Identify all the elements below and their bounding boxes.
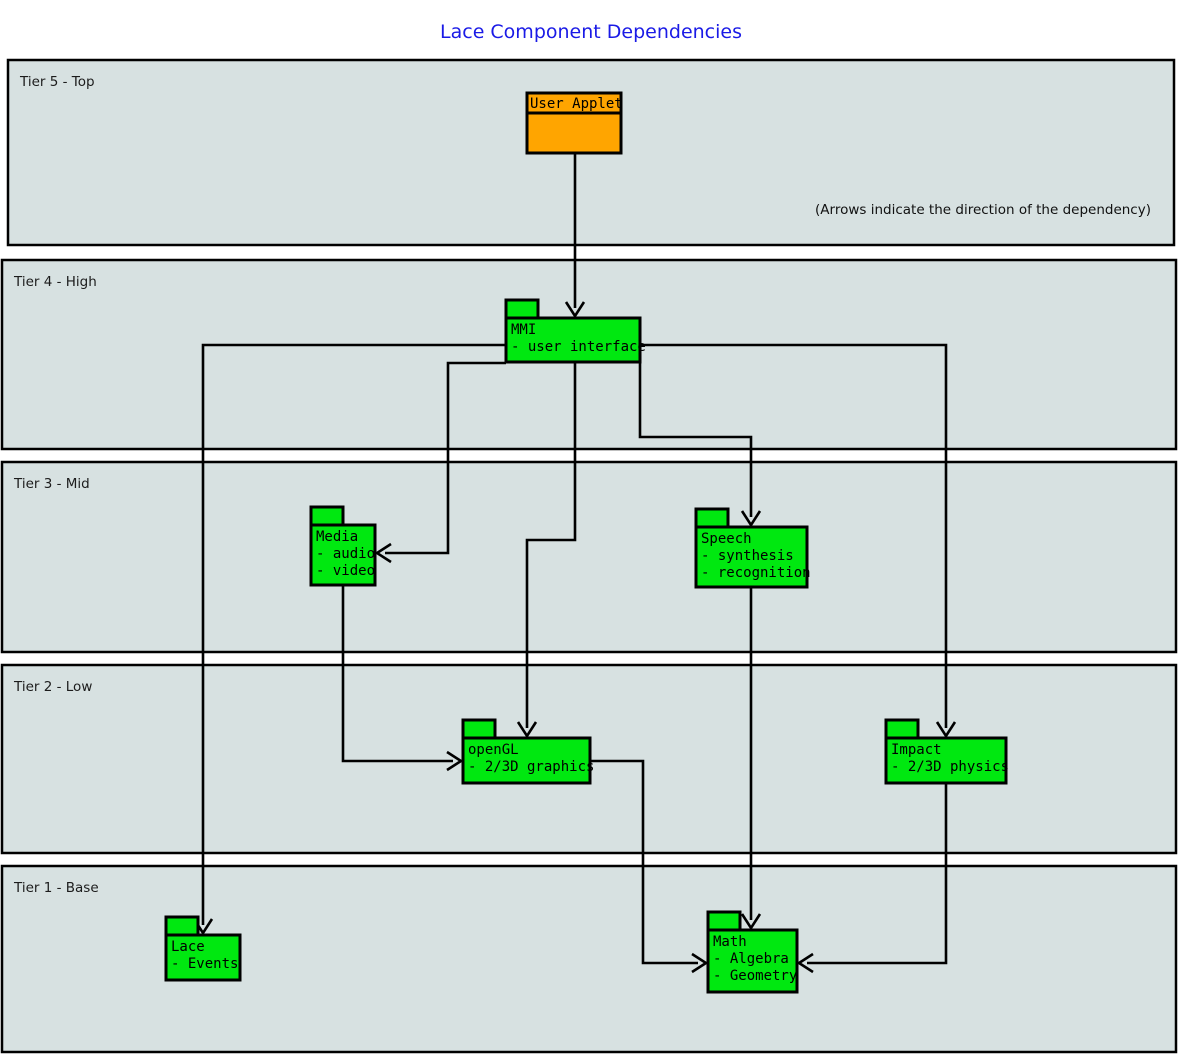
- package-body-user-applet: [525, 111, 623, 155]
- package-body-math: [706, 928, 799, 994]
- tier-label-tier1: Tier 1 - Base: [13, 880, 99, 896]
- tier-label-tier3: Tier 3 - Mid: [13, 476, 90, 492]
- package-item-math-0: - Algebra: [713, 951, 789, 967]
- package-title-impact: Impact: [891, 742, 942, 758]
- package-tab-impact: [884, 718, 920, 740]
- package-title-math: Math: [713, 934, 747, 950]
- package-body-media: [309, 523, 377, 587]
- package-body-mmi: [504, 316, 642, 364]
- package-impact[interactable]: Impact- 2/3D physics: [884, 718, 1009, 785]
- arrowhead-icon-speech-to-math: [740, 913, 762, 931]
- package-lace[interactable]: Lace- Events: [164, 915, 242, 982]
- package-body-speech: [694, 525, 809, 589]
- package-math[interactable]: Math- Algebra- Geometry: [706, 910, 799, 994]
- edge-line-mmi-to-lace: [201, 343, 506, 925]
- package-title-opengl: openGL: [468, 742, 519, 758]
- package-body-lace: [164, 933, 242, 982]
- package-body-impact: [884, 736, 1008, 785]
- package-opengl[interactable]: openGL- 2/3D graphics: [461, 718, 594, 785]
- arrowhead-icon-media-to-opengl: [446, 750, 464, 772]
- package-tab-mmi: [504, 298, 540, 320]
- package-item-media-0: - audio: [316, 546, 375, 562]
- edge-mmi-to-media: [374, 361, 506, 564]
- edge-mmi-to-impact: [638, 363, 762, 528]
- package-title-mmi: MMI: [511, 322, 536, 338]
- edge-line-mmi-to-opengl: [525, 363, 577, 728]
- edge-line-media-to-opengl: [341, 585, 453, 763]
- edges-layer: [192, 153, 957, 974]
- package-user-applet[interactable]: User Applet: [525, 91, 623, 155]
- package-item-media-1: - video: [316, 563, 375, 579]
- diagram-title: Lace Component Dependencies: [440, 21, 742, 43]
- edge-user-applet-to-mmi: [564, 153, 586, 319]
- edge-speech-to-math: [740, 587, 762, 931]
- package-media[interactable]: Media- audio- video: [309, 505, 377, 587]
- package-tab-lace: [164, 915, 200, 937]
- arrowhead-icon-opengl-to-math: [691, 952, 709, 974]
- edge-opengl-to-math: [590, 759, 709, 974]
- arrowhead-icon-mmi-to-impact: [740, 510, 762, 528]
- package-tab-math: [706, 910, 742, 932]
- edge-line-mmi-to-speech: [640, 343, 948, 728]
- package-mmi[interactable]: MMI- user interface: [504, 298, 646, 364]
- arrowhead-icon-impact-to-math: [796, 952, 814, 974]
- tier-label-tier4: Tier 4 - High: [13, 274, 97, 290]
- package-item-lace-0: - Events: [171, 956, 238, 972]
- package-title-user-applet: User Applet: [530, 96, 623, 112]
- package-title-lace: Lace: [171, 939, 205, 955]
- package-title-media: Media: [316, 529, 358, 545]
- package-item-speech-0: - synthesis: [701, 548, 794, 564]
- package-speech[interactable]: Speech- synthesis- recognition: [694, 507, 811, 589]
- edge-mmi-to-opengl: [516, 363, 577, 739]
- arrowhead-icon-mmi-to-media: [374, 542, 392, 564]
- tier-label-tier5: Tier 5 - Top: [19, 74, 95, 90]
- arrow-direction-note: (Arrows indicate the direction of the de…: [815, 202, 1151, 218]
- tier-container-tier4: [0, 258, 1178, 451]
- edge-line-impact-to-math: [807, 783, 948, 965]
- edge-media-to-opengl: [341, 585, 464, 772]
- edge-impact-to-math: [796, 783, 948, 974]
- arrowhead-icon-mmi-to-speech: [935, 721, 957, 739]
- package-item-impact-0: - 2/3D physics: [891, 759, 1009, 775]
- package-title-speech: Speech: [701, 531, 752, 547]
- tier-group-tier3: Tier 3 - Mid: [0, 460, 1178, 654]
- tier-group-tier4: Tier 4 - High: [0, 258, 1178, 451]
- arrowhead-icon-user-applet-to-mmi: [564, 301, 586, 319]
- edge-line-mmi-to-impact: [638, 363, 753, 517]
- package-item-mmi-0: - user interface: [511, 339, 646, 355]
- package-item-speech-1: - recognition: [701, 565, 811, 581]
- tier-label-tier2: Tier 2 - Low: [13, 679, 92, 695]
- package-item-math-1: - Geometry: [713, 968, 797, 984]
- tier-container-tier3: [0, 460, 1178, 654]
- package-tab-speech: [694, 507, 730, 529]
- edge-line-opengl-to-math: [590, 759, 698, 965]
- package-item-opengl-0: - 2/3D graphics: [468, 759, 594, 775]
- edge-mmi-to-speech: [640, 343, 957, 739]
- arrowhead-icon-mmi-to-opengl: [516, 721, 538, 739]
- package-tab-media: [309, 505, 345, 527]
- package-tab-opengl: [461, 718, 497, 740]
- edge-line-mmi-to-media: [385, 361, 506, 555]
- package-body-opengl: [461, 736, 592, 785]
